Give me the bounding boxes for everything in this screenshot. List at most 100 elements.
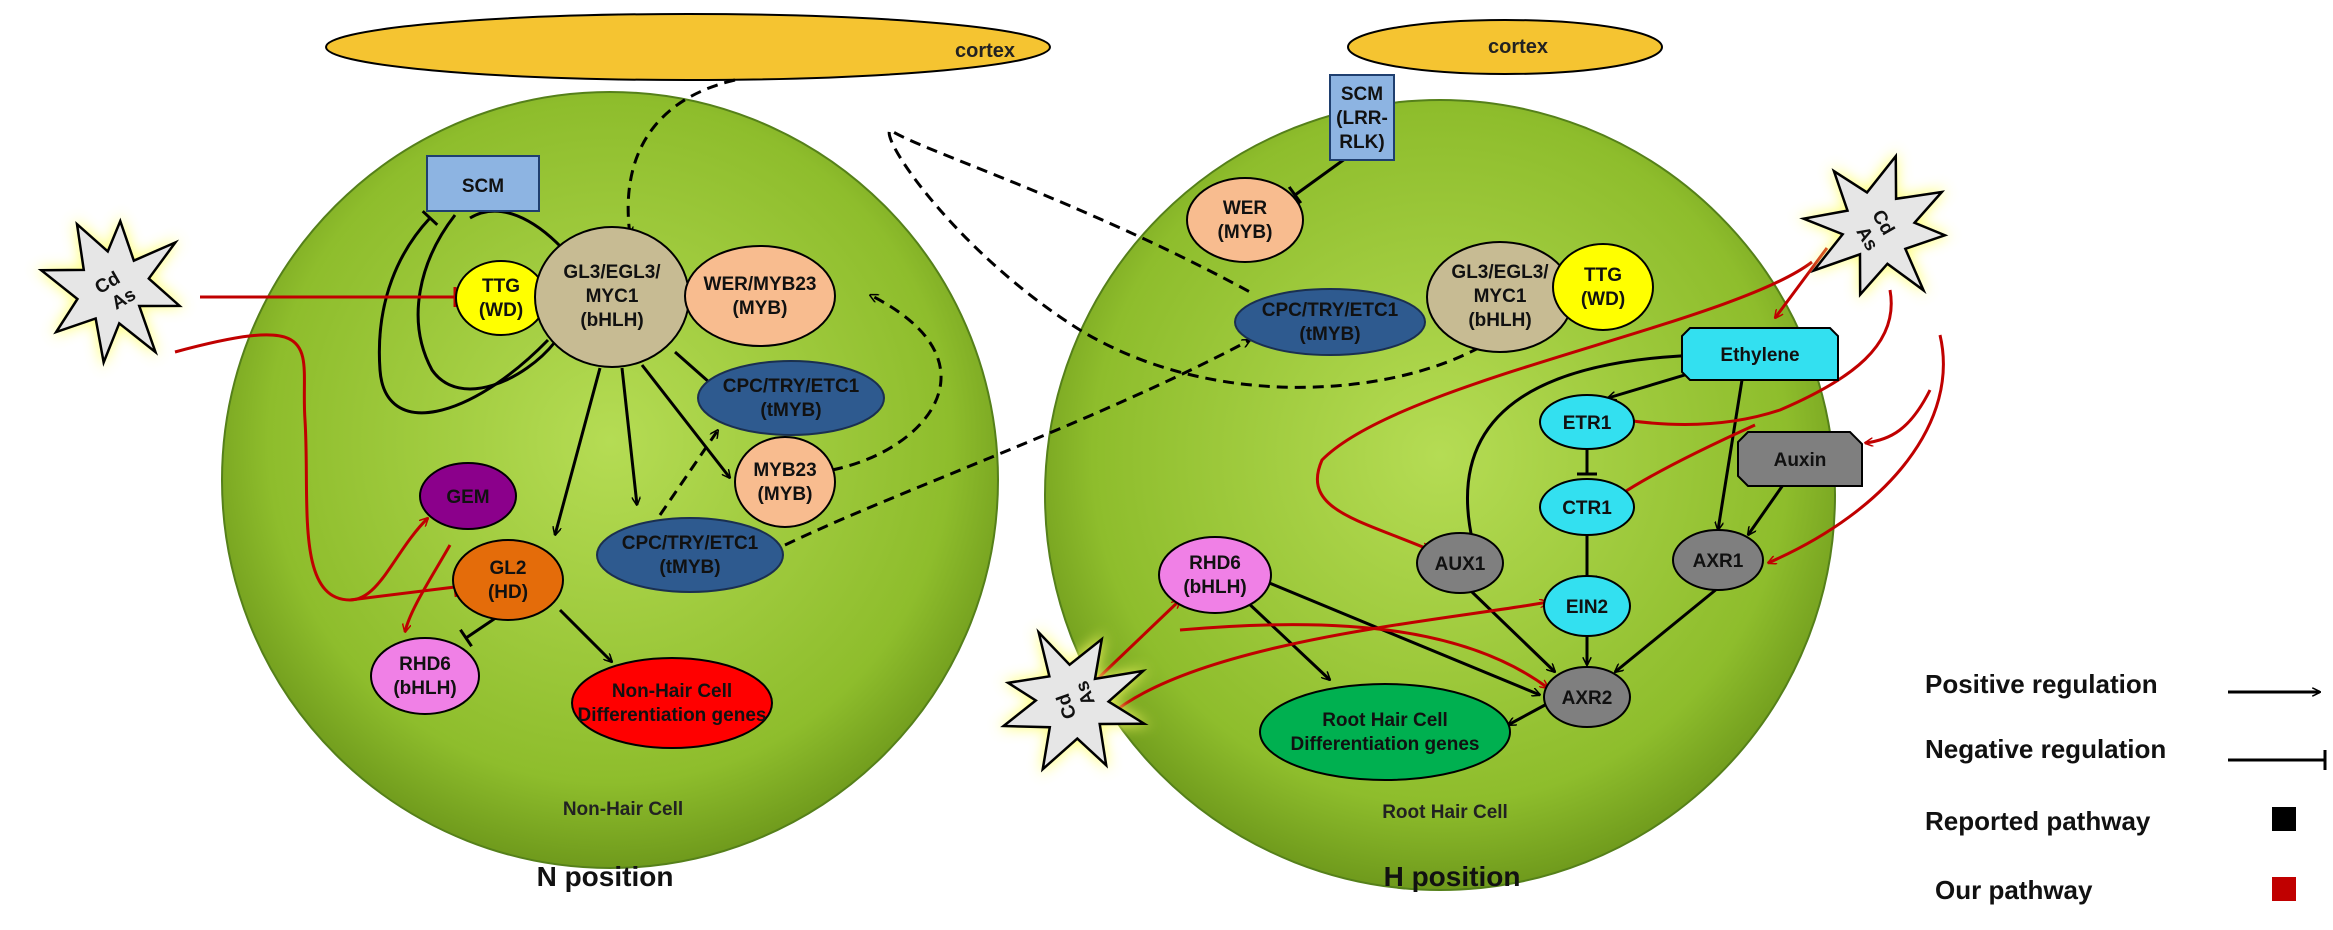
svg-text:(tMYB): (tMYB) <box>1299 324 1360 345</box>
stress-star-left: Cd As <box>35 215 186 369</box>
node-ctr1: CTR1 <box>1539 478 1635 536</box>
svg-text:Auxin: Auxin <box>1774 450 1827 471</box>
edge-stress-inhibit-gl2 <box>349 576 458 602</box>
node-wer-myb23: WER/MYB23 (MYB) <box>684 245 836 347</box>
cortex-right-label: cortex <box>1488 36 1548 58</box>
edge-axr2-to-hairgenes <box>1508 703 1546 727</box>
node-scm-left: SCM <box>426 155 540 212</box>
svg-text:(bHLH): (bHLH) <box>1183 577 1246 598</box>
cortex-left-label: cortex <box>955 40 1015 62</box>
svg-text:(tMYB): (tMYB) <box>760 400 821 421</box>
svg-text:MYB23: MYB23 <box>753 460 816 481</box>
svg-text:(MYB): (MYB) <box>733 298 788 319</box>
node-hair-genes: Root Hair Cell Differentiation genes <box>1259 683 1511 781</box>
svg-text:GL3/EGL3/: GL3/EGL3/ <box>563 262 661 283</box>
node-cpc-upper: CPC/TRY/ETC1 (tMYB) <box>697 360 885 436</box>
legend-reported-swatch <box>2272 807 2296 831</box>
svg-text:ETR1: ETR1 <box>1563 413 1612 434</box>
edge-stressright-inhibit-ctr1 <box>1613 423 1756 505</box>
label-n-position: N position <box>537 861 674 892</box>
edge-dashed-gl3-right-to-left <box>887 128 1496 389</box>
svg-text:CPC/TRY/ETC1: CPC/TRY/ETC1 <box>1262 300 1399 321</box>
svg-text:(MYB): (MYB) <box>1218 222 1273 243</box>
edge-aux1-to-axr2 <box>1470 590 1555 672</box>
edge-gem-to-rhd6 <box>405 544 452 632</box>
edge-ethylene-to-aux1 <box>1466 353 1701 543</box>
svg-text:SCM: SCM <box>1341 84 1383 105</box>
node-rhd6-right: RHD6 (bHLH) <box>1158 536 1272 614</box>
non-hair-cell <box>221 91 999 869</box>
svg-text:WER/MYB23: WER/MYB23 <box>704 274 817 295</box>
svg-text:MYC1: MYC1 <box>1474 286 1527 307</box>
edge-auxin-to-axr1 <box>1748 484 1785 535</box>
legend-ours-swatch <box>2272 877 2296 901</box>
svg-text:(WD): (WD) <box>479 300 523 321</box>
edge-scm-inhibit-ttg <box>416 214 557 391</box>
svg-text:SCM: SCM <box>462 176 504 197</box>
svg-text:AXR1: AXR1 <box>1693 551 1744 572</box>
node-gem: GEM <box>419 462 517 530</box>
svg-text:Non-Hair Cell: Non-Hair Cell <box>612 681 732 702</box>
svg-text:GL3/EGL3/: GL3/EGL3/ <box>1451 262 1549 283</box>
svg-text:(bHLH): (bHLH) <box>393 678 456 699</box>
node-gl3-right: GL3/EGL3/ MYC1 (bHLH) <box>1426 241 1574 353</box>
node-scm-right: SCM (LRR- RLK) <box>1329 74 1395 161</box>
edge-scm-inhibit-gl3 <box>469 209 571 257</box>
svg-text:Differentiation genes: Differentiation genes <box>1291 734 1480 755</box>
edge-axr1-to-axr2 <box>1615 586 1719 672</box>
edge-loop-to-scm <box>377 210 550 415</box>
svg-text:(WD): (WD) <box>1581 289 1625 310</box>
legend-reported-label: Reported pathway <box>1925 806 2151 836</box>
node-aux1: AUX1 <box>1416 532 1504 594</box>
svg-text:TTG: TTG <box>1584 265 1622 286</box>
svg-text:(bHLH): (bHLH) <box>1468 310 1531 331</box>
label-non-hair-cell: Non-Hair Cell <box>563 799 683 820</box>
edge-stress-to-gem <box>174 333 428 602</box>
node-ein2: EIN2 <box>1543 575 1631 637</box>
node-ethylene: Ethylene <box>1681 327 1839 381</box>
edge-stressright-to-ethylene <box>1775 247 1829 318</box>
svg-text:AUX1: AUX1 <box>1435 554 1486 575</box>
node-etr1: ETR1 <box>1539 394 1635 450</box>
svg-text:Differentiation genes: Differentiation genes <box>578 705 767 726</box>
stress-star-right: Cd As <box>1797 150 1951 301</box>
svg-text:WER: WER <box>1223 198 1268 219</box>
svg-text:(bHLH): (bHLH) <box>580 310 643 331</box>
svg-text:TTG: TTG <box>482 276 520 297</box>
node-cpc-lower: CPC/TRY/ETC1 (tMYB) <box>596 517 784 593</box>
node-ttg-right: TTG (WD) <box>1552 243 1654 331</box>
svg-text:CTR1: CTR1 <box>1562 498 1612 519</box>
node-rhd6-left: RHD6 (bHLH) <box>370 637 480 715</box>
legend-negative-label: Negative regulation <box>1925 734 2166 764</box>
edge-dashed-cpc-to-right <box>784 338 1250 547</box>
svg-text:CPC/TRY/ETC1: CPC/TRY/ETC1 <box>622 533 759 554</box>
node-nonhair-genes: Non-Hair Cell Differentiation genes <box>571 657 773 749</box>
edge-dashed-myb23-loop <box>831 293 943 472</box>
edge-stressright-to-etr1 <box>1625 289 1893 426</box>
cortex-right <box>1347 19 1663 75</box>
cortex-left <box>325 13 1051 81</box>
edge-gl3-to-myb23 <box>640 364 730 478</box>
svg-text:(tMYB): (tMYB) <box>659 557 720 578</box>
node-auxin: Auxin <box>1737 431 1863 487</box>
edge-stressbottom-to-rhd6 <box>1088 600 1180 688</box>
svg-text:MYC1: MYC1 <box>586 286 639 307</box>
edge-stressright-to-aux1 <box>1315 260 1813 550</box>
edge-rhd6-to-axr2 <box>1261 578 1540 695</box>
svg-text:CPC/TRY/ETC1: CPC/TRY/ETC1 <box>723 376 860 397</box>
svg-text:RLK): RLK) <box>1339 132 1384 153</box>
svg-text:EIN2: EIN2 <box>1566 597 1608 618</box>
stress-star-bottom: Cd As <box>997 627 1151 775</box>
edge-gl3-to-cpc-lower <box>620 367 637 505</box>
edge-rhd6-to-hairgenes <box>1243 598 1330 680</box>
node-axr1: AXR1 <box>1672 529 1764 591</box>
svg-text:Ethylene: Ethylene <box>1720 345 1799 366</box>
node-myb23: MYB23 (MYB) <box>734 436 836 528</box>
node-gl2: GL2 (HD) <box>452 539 564 621</box>
legend-positive-label: Positive regulation <box>1925 669 2158 699</box>
edge-stressright-to-axr1 <box>1768 334 1945 563</box>
legend: Positive regulation Negative regulation … <box>1925 669 2327 905</box>
svg-text:RHD6: RHD6 <box>399 654 451 675</box>
svg-text:GEM: GEM <box>446 487 489 508</box>
